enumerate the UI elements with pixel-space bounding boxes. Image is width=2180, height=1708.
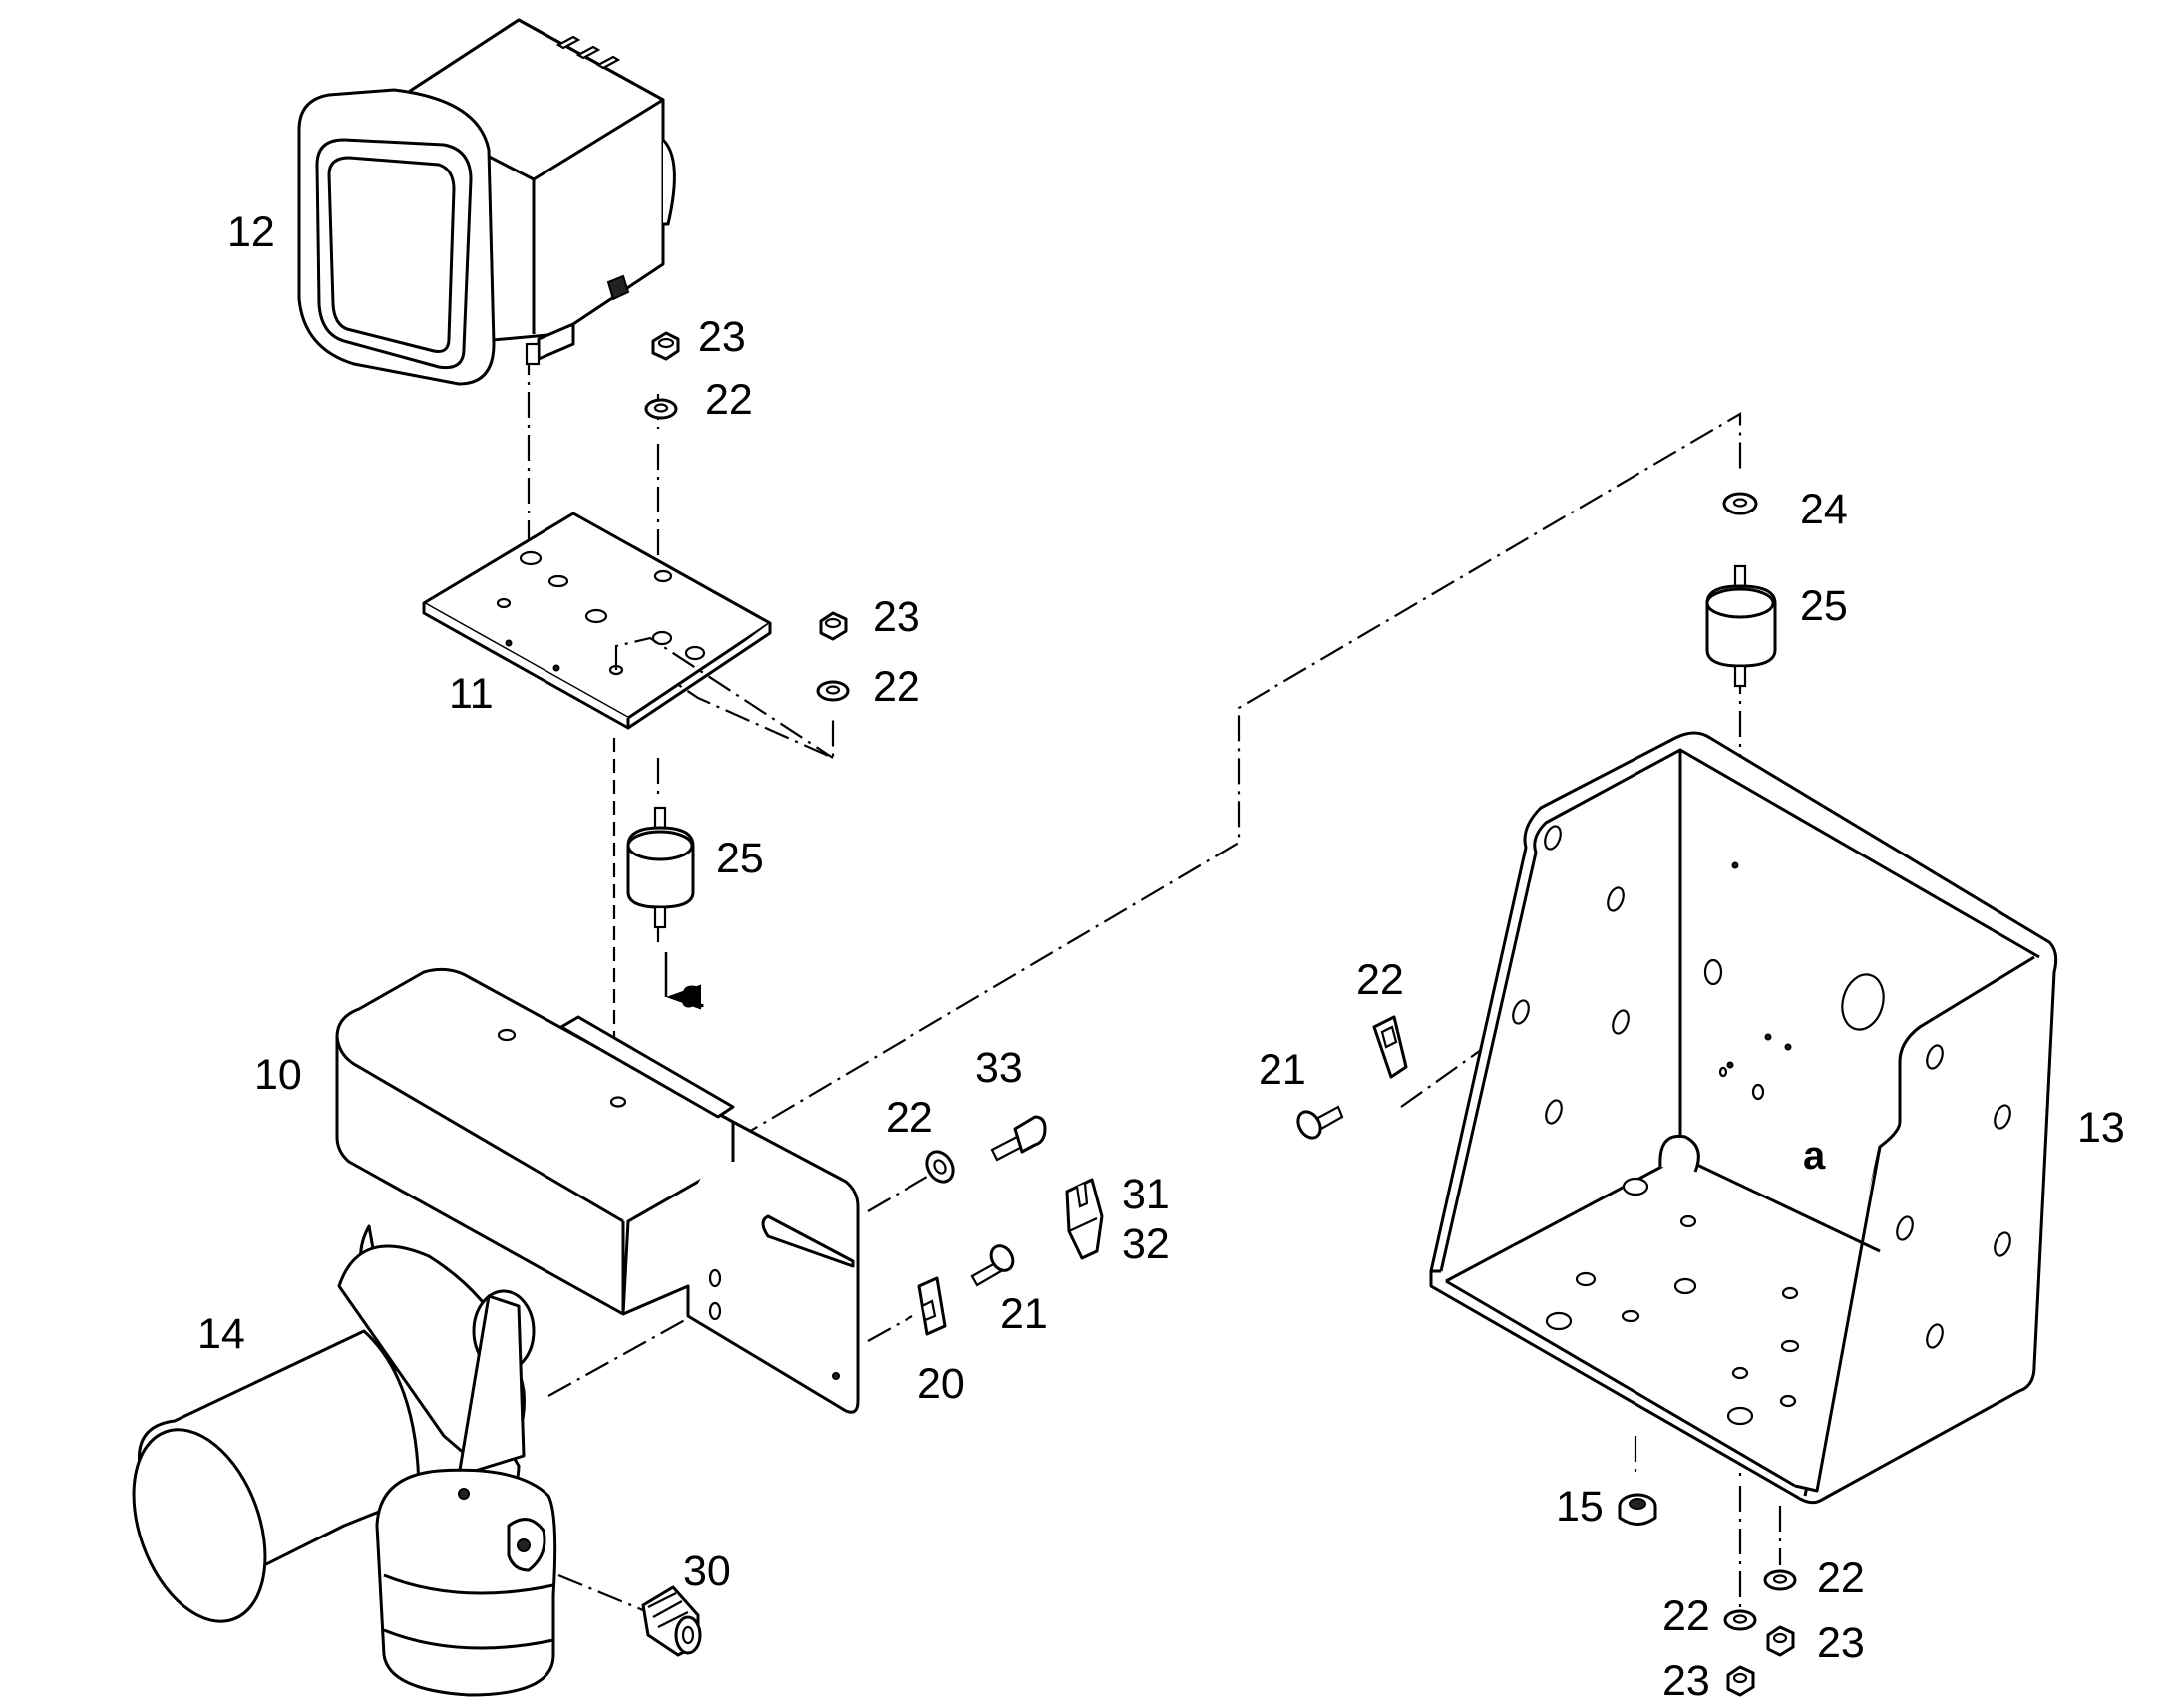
label-part-15: 15 <box>1556 1483 1604 1531</box>
nut-part-23-top <box>651 331 680 361</box>
washer-part-22-bracket <box>925 1150 955 1184</box>
nut-part-23-bottom-right <box>1766 1625 1795 1657</box>
label-part-11: 11 <box>449 670 494 718</box>
washer-part-22-top <box>644 398 678 420</box>
washer-part-22-plate <box>816 680 850 702</box>
label-part-23-plate: 23 <box>873 593 920 641</box>
label-arrow-a-right: a <box>1803 1134 1826 1178</box>
label-part-10: 10 <box>254 1051 302 1099</box>
label-part-30: 30 <box>683 1547 731 1595</box>
label-part-22-bottom-right: 22 <box>1817 1554 1865 1602</box>
label-part-32: 32 <box>1122 1220 1170 1268</box>
label-part-22-bottom-left: 22 <box>1662 1592 1710 1640</box>
heat-fins <box>555 35 621 70</box>
label-part-20: 20 <box>917 1360 965 1408</box>
clip-part-22-mount <box>1372 1015 1408 1079</box>
washer-part-22-bottom-right <box>1763 1569 1797 1591</box>
lens-assembly-part-14 <box>132 1224 557 1697</box>
camera-body-part-10 <box>335 967 860 1414</box>
screw-part-21-bracket <box>970 1244 1015 1287</box>
connector-part-31-32 <box>1065 1178 1104 1260</box>
label-part-25-left: 25 <box>716 835 764 882</box>
grommet-part-15 <box>1618 1493 1657 1526</box>
shock-mount-part-25-left <box>626 806 695 929</box>
label-part-22-top: 22 <box>705 376 753 424</box>
nut-part-23-bottom-left <box>1726 1665 1755 1697</box>
label-part-21-mount: 21 <box>1259 1046 1306 1094</box>
mounting-plate-part-11 <box>422 512 834 759</box>
label-part-21-bracket: 21 <box>1000 1290 1048 1338</box>
label-part-22-bracket: 22 <box>886 1094 933 1142</box>
label-part-12: 12 <box>227 208 275 256</box>
label-part-13: 13 <box>2077 1104 2125 1152</box>
screw-part-21-mount <box>1296 1105 1344 1140</box>
washer-part-24 <box>1722 492 1758 515</box>
label-part-25-right: 25 <box>1800 582 1848 630</box>
nut-part-23-plate <box>819 611 848 641</box>
label-part-22-plate: 22 <box>873 663 920 711</box>
label-part-31: 31 <box>1122 1171 1170 1218</box>
label-part-14: 14 <box>197 1310 245 1358</box>
label-part-23-bottom-left: 23 <box>1662 1657 1710 1705</box>
part-labels: 12 23 22 23 22 11 25 a 10 14 30 33 22 31… <box>197 208 2125 1705</box>
label-part-33: 33 <box>975 1044 1023 1092</box>
label-part-22-mount: 22 <box>1356 956 1404 1004</box>
cable-gland-part-30 <box>641 1585 702 1657</box>
clip-part-20 <box>917 1276 947 1336</box>
label-part-24: 24 <box>1800 486 1848 533</box>
camera-housing-part-12 <box>297 18 676 386</box>
label-arrow-a-left: a <box>681 972 704 1016</box>
label-part-23-bottom-right: 23 <box>1817 1619 1865 1667</box>
bracket-holes <box>1512 825 2011 1426</box>
screw-part-33 <box>990 1115 1047 1162</box>
label-part-23-top: 23 <box>698 313 746 361</box>
washer-part-22-bottom-left <box>1723 1609 1757 1631</box>
shock-mount-part-25-right <box>1705 564 1777 688</box>
bracket-part-13 <box>1429 731 2058 1505</box>
